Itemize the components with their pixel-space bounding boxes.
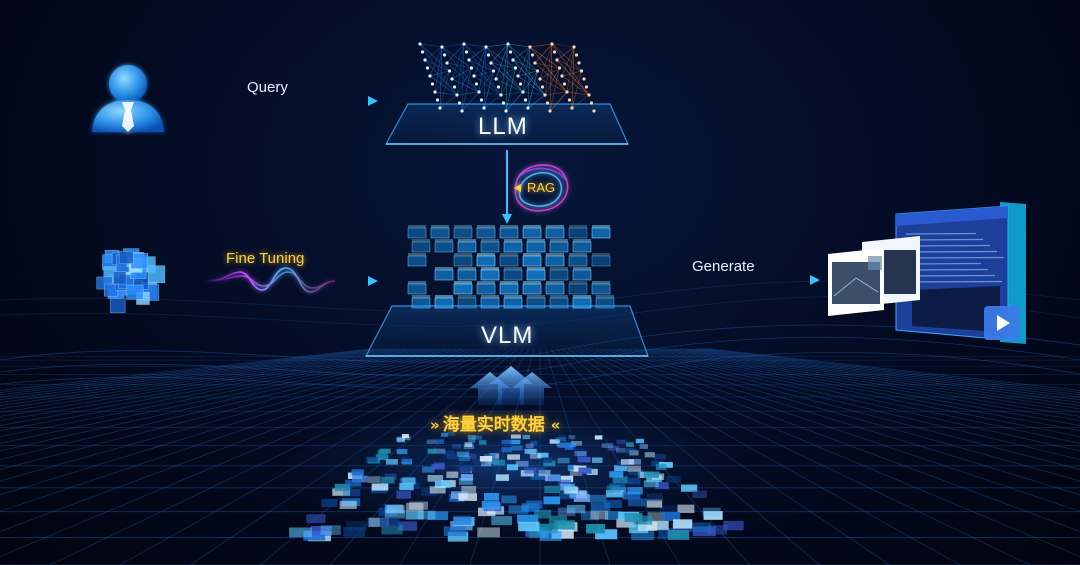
cube-cluster-icon (96, 248, 166, 314)
play-icon (984, 306, 1020, 340)
query-arrow (172, 96, 378, 106)
query-label: Query (247, 79, 288, 96)
rag-label: RAG (527, 180, 556, 195)
realtime-data-text: 海量实时数据 (442, 415, 545, 435)
vlm-platform (365, 305, 649, 357)
llm-label: LLM (478, 113, 528, 140)
fine-tuning-label: Fine Tuning (226, 250, 305, 267)
llm-neural-network (418, 42, 596, 113)
generate-arrow (628, 275, 820, 285)
rag-swirl-icon (514, 164, 569, 212)
user-avatar-icon (92, 65, 164, 132)
realtime-data-mosaic (289, 432, 744, 542)
generate-label: Generate (692, 258, 755, 275)
report-stack-icon (828, 202, 1026, 344)
realtime-data-label: »海量实时数据 « (428, 410, 561, 435)
fine-tuning-wave (204, 267, 336, 293)
llm-platform (384, 103, 629, 145)
vlm-cube-grid (407, 225, 615, 309)
vlm-label: VLM (481, 322, 534, 349)
llm-to-vlm-arrow (502, 150, 512, 224)
fine-tuning-arrow (172, 276, 378, 286)
data-up-arrows (470, 366, 552, 405)
chevron-left-icon: « (550, 416, 561, 434)
chevron-right-icon: » (430, 416, 440, 434)
